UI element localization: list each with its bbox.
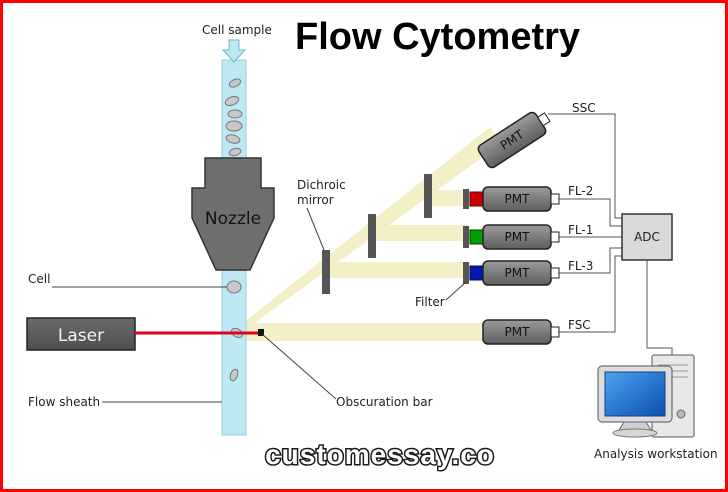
obscuration-bar [258,329,264,336]
analysis-workstation-icon [597,354,695,438]
cell-shape [225,120,243,132]
pmt-fl3: PMT [482,260,560,286]
pmt-label: PMT [505,230,531,244]
channel-label-fl2: FL-2 [568,184,593,198]
channel-label-fl1: FL-1 [568,223,593,237]
pmt-label: PMT [505,325,531,339]
fl1-light-path [372,225,470,241]
channel-label-fl3: FL-3 [568,259,593,273]
pmt-fsc: PMT [482,319,560,345]
filter-blue [469,265,485,281]
dichroic-mirror-fl1 [368,214,376,258]
wire-fl2 [558,198,622,227]
nozzle [191,157,275,271]
filter-mount [463,189,469,209]
cell-shape [228,147,242,157]
wire-ssc [548,113,622,219]
adc-box [621,213,673,261]
cell-shape [225,134,241,144]
tower-button [676,409,686,419]
cell-shape [229,368,239,382]
wire-fsc [558,255,622,333]
cells-in-stream [224,78,244,382]
pmt-fl2: PMT [482,186,560,212]
fl2-light-path [428,190,470,206]
adc-label: ADC [634,230,660,244]
fl3-light-path [326,262,470,278]
page-title: Flow Cytometry [295,16,580,58]
obscuration-bar-label: Obscuration bar [336,395,433,409]
dichroic-mirrors [322,174,432,294]
pmt-connector [537,112,551,127]
channel-label-fsc: FSC [568,318,591,332]
filter-green [469,229,485,245]
dichroic-mirror-fl2 [424,174,432,218]
pmt-fl1: PMT [482,224,560,250]
cell-shape [227,109,243,119]
laser-source [26,317,136,351]
dichroic-mirror-fl3 [322,250,330,294]
obscuration-bar-leader-line [261,333,337,400]
forward-scatter-light-path [244,323,488,341]
dichroic-mirror-label-line1: Dichroic [297,178,346,192]
pmt-connector [550,231,560,243]
wire-adc-workstation [646,260,673,356]
pmt-connector [550,326,560,338]
pmt-label: PMT [505,192,531,206]
cell-shape [226,280,242,294]
watermark: customessay.co [265,439,495,470]
cell-sample-label: Cell sample [202,23,272,37]
dichroic-mirror-label-line2: mirror [297,193,334,207]
pmt-ssc: PMT [477,111,551,169]
flow-sheath-label: Flow sheath [28,395,100,409]
pmt-connector [550,267,560,279]
wire-fl3 [558,247,622,274]
dichroic-mirror-leader-line [306,207,325,251]
monitor-base [612,428,658,438]
filter-label: Filter [415,295,445,309]
sample-inlet-arrow-icon [221,39,247,63]
optical-filters [463,189,485,284]
filter-red [469,191,485,207]
laser-label: Laser [58,326,104,346]
nozzle-label: Nozzle [205,209,261,229]
signal-wires [548,113,673,356]
monitor-screen [604,371,666,417]
cell-shape [224,96,240,106]
cell-shape [228,78,242,88]
filter-leader-line [445,281,467,301]
channel-label-ssc: SSC [572,101,596,115]
pmt-connector [550,193,560,205]
analysis-workstation-label: Analysis workstation [594,447,718,461]
cell-label: Cell [28,272,50,286]
filter-mount [463,262,469,284]
pmt-label: PMT [505,266,531,280]
filter-mount [463,226,469,248]
